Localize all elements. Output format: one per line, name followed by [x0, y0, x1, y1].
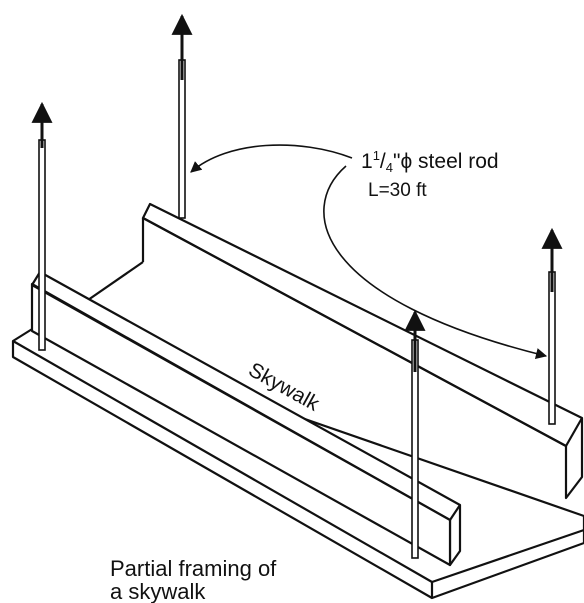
- far-wall: [141, 202, 584, 500]
- rod-spec-label: 11/4"ϕ steel rod: [361, 148, 499, 175]
- rod-back-right: [541, 227, 563, 425]
- rod-front-right: [404, 309, 426, 559]
- leader-arrow-to-left-rod: [190, 144, 353, 173]
- near-wall: [30, 270, 462, 567]
- deck-surface-edge: [87, 261, 144, 301]
- rod-back-left: [171, 13, 193, 219]
- caption-line-1: Partial framing of: [110, 556, 277, 581]
- rod-front-left: [31, 101, 53, 351]
- leader-arrow-to-right-rod: [323, 165, 548, 360]
- caption-line-2: a skywalk: [110, 579, 206, 603]
- rod-length-label: L=30 ft: [368, 180, 427, 201]
